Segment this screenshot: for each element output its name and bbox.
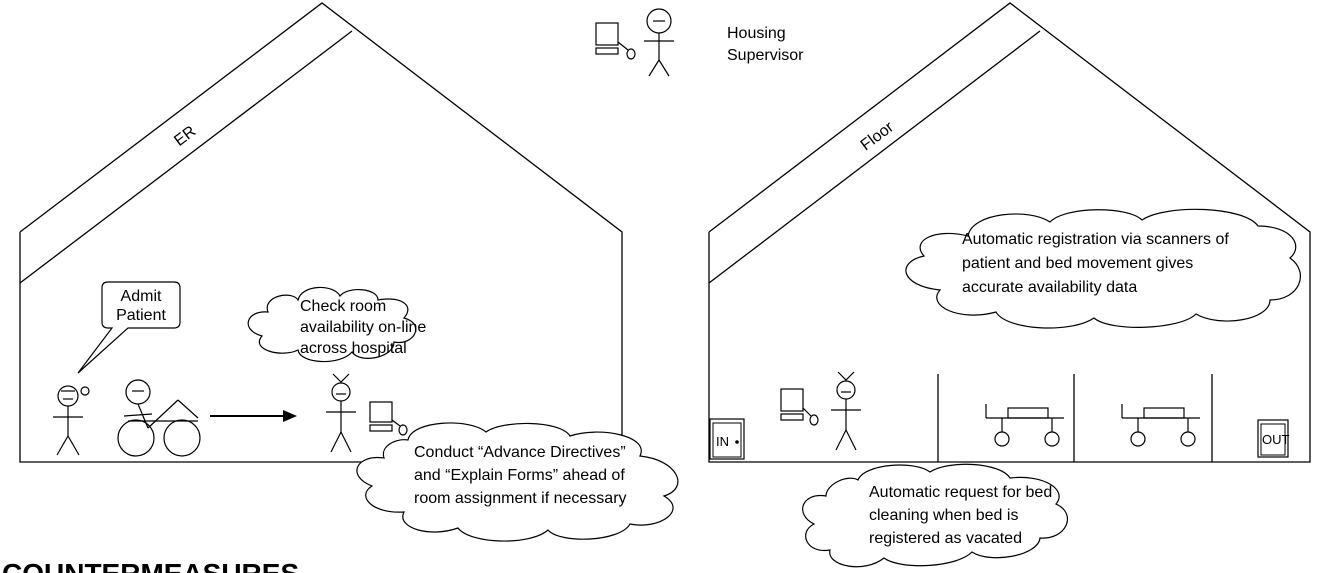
- in-door-label: IN: [716, 434, 729, 449]
- er-clerk-figure: [326, 373, 356, 453]
- er-title: ER: [171, 123, 199, 150]
- nurse-figure: [53, 385, 90, 456]
- floor-house-outline: [708, 2, 1311, 463]
- admit-bubble-line-2: Patient: [116, 307, 166, 324]
- admit-patient-bubble: Admit Patient: [77, 281, 181, 374]
- out-door-icon: OUT: [1257, 419, 1290, 458]
- cleaning-cloud-line-1: Automatic request for bed: [869, 484, 1052, 501]
- conduct-cloud-line-1: Conduct “Advance Directives”: [414, 444, 626, 461]
- scanner-cloud-line-2: patient and bed movement gives: [962, 255, 1193, 272]
- er-house: [19, 2, 623, 463]
- scanner-cloud: Automatic registration via scanners of p…: [905, 208, 1301, 329]
- check-cloud-line-1: Check room: [300, 298, 386, 315]
- in-door-icon: IN: [709, 418, 745, 460]
- check-cloud-line-2: availability on-line: [300, 319, 426, 336]
- floor-computer-icon: [780, 388, 819, 426]
- conduct-cloud-line-2: and “Explain Forms” ahead of: [414, 467, 625, 484]
- page-heading: COUNTERMEASURES: [2, 558, 299, 573]
- er-house-outline: [19, 2, 623, 463]
- patient-wheelchair: [117, 379, 201, 457]
- supervisor-figure: [644, 8, 674, 77]
- conduct-cloud: Conduct “Advance Directives” and “Explai…: [356, 422, 679, 542]
- cleaning-cloud: Automatic request for bed cleaning when …: [802, 463, 1069, 568]
- er-roof-inner-line: [19, 30, 353, 284]
- supervisor-label-line-2: Supervisor: [727, 47, 804, 64]
- supervisor-label-line-1: Housing: [727, 25, 786, 42]
- cleaning-cloud-line-2: cleaning when bed is: [869, 507, 1018, 524]
- floor-house: [708, 2, 1311, 463]
- out-door-label: OUT: [1262, 432, 1290, 447]
- cleaning-cloud-line-3: registered as vacated: [869, 530, 1022, 547]
- floor-title: Floor: [858, 118, 898, 154]
- check-cloud-line-3: across hospital: [300, 340, 407, 357]
- conduct-cloud-line-3: room assignment if necessary: [414, 490, 627, 507]
- floor-clerk-figure: [831, 371, 861, 451]
- supervisor-computer-icon: [595, 22, 636, 60]
- admit-bubble-line-1: Admit: [121, 288, 162, 305]
- er-computer-icon: [369, 401, 408, 436]
- bed-icon-2: [1121, 404, 1200, 447]
- scanner-cloud-line-1: Automatic registration via scanners of: [962, 231, 1229, 248]
- check-room-cloud: Check room availability on-line across h…: [247, 286, 426, 363]
- scanner-cloud-line-3: accurate availability data: [962, 279, 1137, 296]
- flow-arrow: [210, 410, 297, 422]
- bed-icon-1: [985, 404, 1064, 447]
- floor-roof-inner-line: [708, 30, 1041, 284]
